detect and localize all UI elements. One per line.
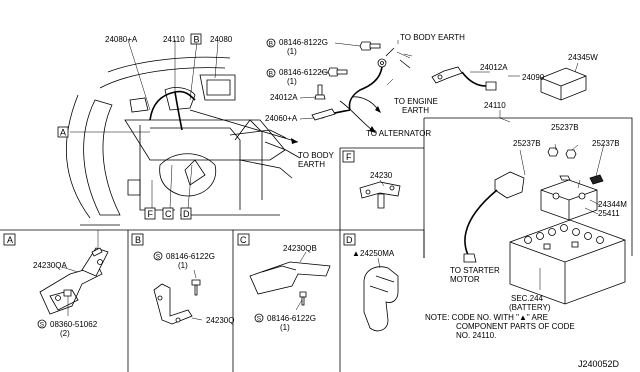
label-08360-51062: 08360-51062 (50, 320, 98, 329)
box-f-main (144, 207, 156, 220)
box-d-letter: D (183, 209, 190, 219)
label-24080a: 24080+A (105, 35, 138, 44)
box-b-main (190, 33, 202, 45)
label-to-body-earth-top: TO BODY EARTH (400, 33, 465, 42)
label-24080: 24080 (210, 35, 233, 44)
label-panel-c-bolt: 08146-6122G (267, 314, 316, 323)
circled-b-icon-1 (266, 38, 276, 48)
label-to-body-earth-mid-2: EARTH (298, 160, 325, 169)
label-to-starter-1: TO STARTER (450, 266, 500, 275)
label-24230q: 24230Q (206, 316, 234, 325)
label-25411: 25411 (598, 209, 620, 218)
circled-s-symbol-a: S (40, 322, 45, 329)
battery-detail-box (423, 110, 633, 305)
panel-c (237, 233, 331, 311)
note-line-2: COMPONENT PARTS OF CODE (456, 322, 575, 331)
label-panel-c-bolt-qty: (1) (280, 323, 290, 332)
panel-c-letter: C (240, 235, 247, 245)
label-bolt-08146-6122g: 08146-6122G (279, 68, 328, 77)
label-24060a: 24060+A (265, 114, 298, 123)
bottom-panels-frame (0, 229, 425, 372)
box-f-letter: F (148, 209, 154, 219)
box-a-main (57, 126, 69, 138)
label-panel-b-bolt-qty: (1) (178, 261, 188, 270)
box-d-main (180, 207, 192, 220)
label-to-engine-earth-1: TO ENGINE (394, 97, 438, 106)
panel-d (343, 233, 399, 332)
label-25237b-2: 25237B (513, 139, 541, 148)
panel-a-letter: A (7, 235, 13, 245)
label-bolt2-qty: (1) (287, 77, 297, 86)
center-parts: B B (266, 38, 413, 133)
label-08360-qty: (2) (60, 329, 70, 338)
circled-b-icon-2 (266, 68, 276, 78)
panel-f (339, 147, 424, 231)
label-panel-b-bolt: 08146-6122G (166, 252, 215, 261)
circled-s-icon-b (153, 251, 163, 261)
label-24012a-right: 24012A (480, 63, 508, 72)
label-24110: 24110 (163, 35, 185, 44)
label-24110-right: 24110 (484, 101, 506, 110)
label-24230: 24230 (370, 171, 393, 180)
circled-b-symbol-2: B (269, 71, 273, 78)
label-bolt-08146-8122g: 08146-8122G (279, 38, 328, 47)
label-24345w: 24345W (568, 53, 598, 62)
label-to-engine-earth-2: EARTH (402, 106, 429, 115)
circled-s-icon-a (37, 319, 47, 329)
label-to-alternator: TO ALTERNATOR (366, 129, 431, 138)
circled-s-icon-c (254, 313, 264, 323)
label-sec244: SEC.244 (511, 294, 544, 303)
label-bolt1-qty: (1) (287, 47, 297, 56)
label-24090: 24090 (522, 73, 545, 82)
label-25237b-3: 25237B (592, 139, 620, 148)
label-24230qb: 24230QB (283, 244, 317, 253)
top-right-parts (431, 62, 587, 101)
label-battery: (BATTERY) (509, 303, 551, 312)
label-25237b-1: 25237B (551, 123, 579, 132)
left-leaders (70, 39, 219, 209)
box-c-letter: C (165, 209, 172, 219)
box-b-letter: B (194, 35, 200, 45)
circled-s-symbol-b: S (156, 254, 161, 261)
box-a-letter: A (60, 128, 66, 138)
note-line-1: NOTE: CODE NO. WITH "▲" ARE (425, 313, 548, 322)
panel-b (131, 233, 203, 325)
engine-bay-sketch (65, 56, 301, 226)
label-to-body-earth-mid-1: TO BODY (298, 151, 335, 160)
box-c-main (162, 207, 174, 220)
label-24230qa: 24230QA (33, 261, 67, 270)
diagram-code: J240052D (578, 359, 620, 369)
label-24250ma: 24250MA (360, 249, 395, 258)
label-24344m: 24344M (598, 200, 627, 209)
panel-b-letter: B (135, 235, 141, 245)
triangle-icon: ▲ (352, 249, 360, 258)
panel-a (3, 230, 109, 316)
panel-d-letter: D (346, 235, 353, 245)
label-to-starter-2: MOTOR (450, 275, 480, 284)
circled-s-symbol-c: S (257, 316, 262, 323)
circled-b-symbol-1: B (269, 41, 273, 48)
panel-f-letter: F (346, 152, 352, 162)
label-24012a-left: 24012A (270, 93, 298, 102)
note-line-3: NO. 24110. (456, 331, 496, 340)
